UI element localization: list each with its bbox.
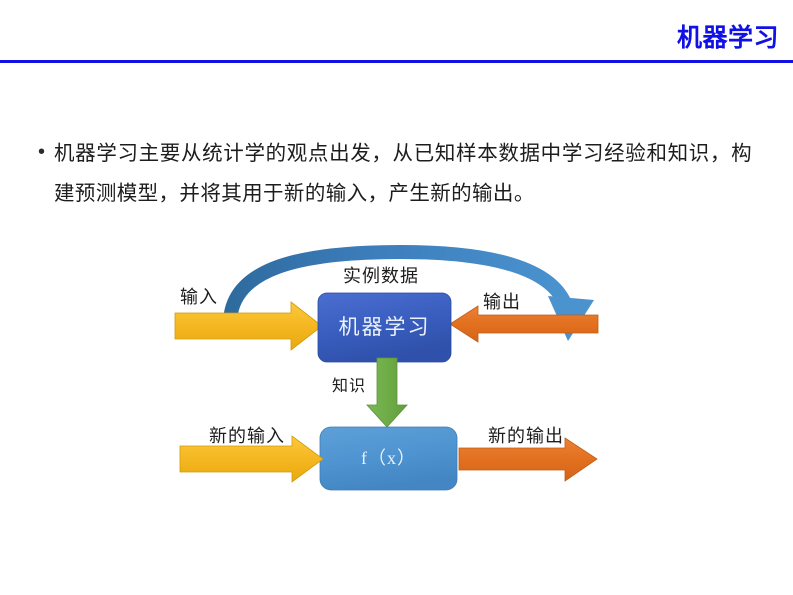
header-divider (0, 60, 793, 63)
machine-learning-box-label: 机器学习 (338, 315, 431, 339)
knowledge-arrow (366, 357, 408, 428)
fx-box (319, 426, 458, 491)
page-title: 机器学习 (676, 24, 779, 52)
bullet-marker-icon: • (38, 141, 46, 163)
bullet-item: • 机器学习主要从统计学的观点出发，从已知样本数据中学习经验和知识，构建预测模型… (38, 134, 752, 214)
label-new-output: 新的输出 (488, 426, 564, 446)
label-sample-data: 实例数据 (343, 266, 419, 286)
feedback-arc-arrow (223, 244, 594, 341)
output-arrow-top (449, 305, 599, 343)
label-new-input: 新的输入 (209, 426, 285, 446)
fx-box-label: f（x） (361, 448, 416, 468)
new-input-arrow (179, 435, 324, 483)
slide-header: 机器学习 (0, 0, 793, 64)
input-arrow-top (174, 301, 323, 351)
new-output-arrow (458, 437, 598, 482)
label-input: 输入 (180, 287, 218, 307)
bullet-paragraph: 机器学习主要从统计学的观点出发，从已知样本数据中学习经验和知识，构建预测模型，并… (54, 143, 752, 205)
label-knowledge: 知识 (332, 378, 367, 395)
machine-learning-box (317, 292, 452, 363)
body-content: • 机器学习主要从统计学的观点出发，从已知样本数据中学习经验和知识，构建预测模型… (38, 134, 752, 214)
label-output: 输出 (483, 292, 521, 312)
